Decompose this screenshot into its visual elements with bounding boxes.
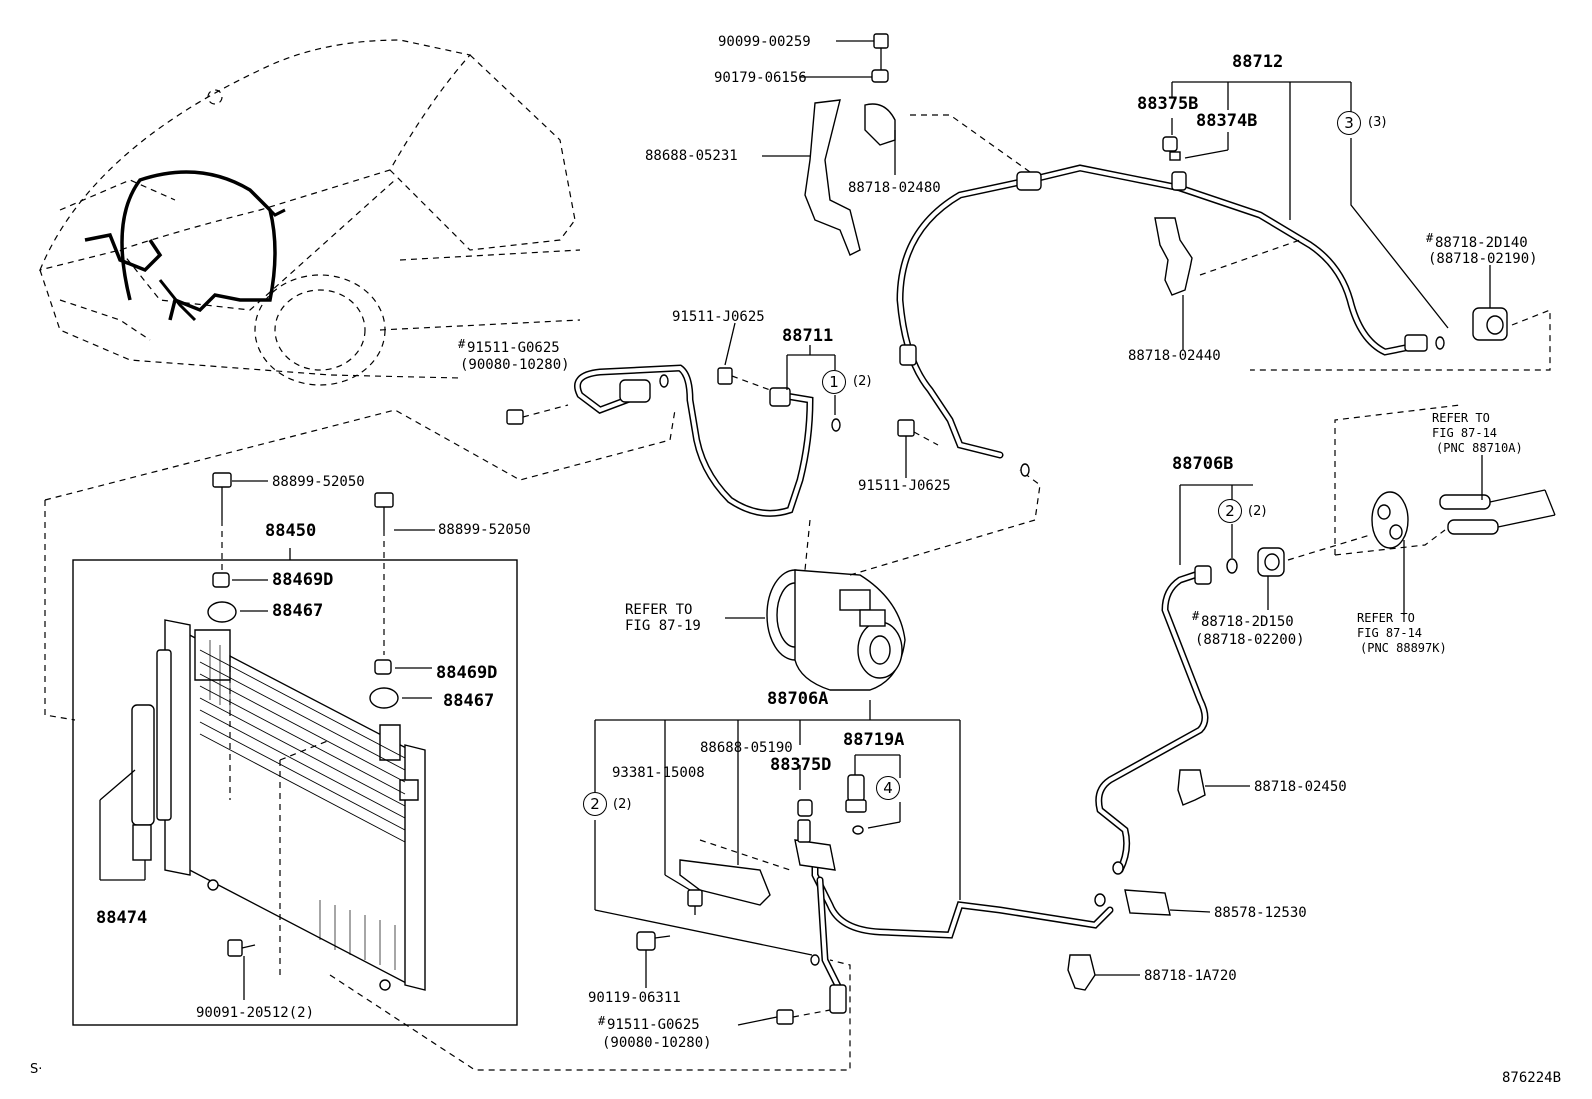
label-refer-87-14k-2: FIG 87-14 [1357, 626, 1423, 640]
label-refer-87-14k-1: REFER TO [1357, 611, 1415, 625]
bracket-88688-05190 [679, 859, 771, 906]
label-88718-02480: 88718-02480 [848, 180, 941, 196]
label-88718-02450: 88718-02450 [1254, 779, 1347, 795]
label-91511-J0625-mid: 91511-J0625 [858, 478, 951, 494]
hash-2d150: # [1192, 609, 1200, 623]
label-90091-20512: 90091-20512(2) [196, 1005, 315, 1021]
label-88718-02440: 88718-02440 [1128, 348, 1221, 364]
vehicle-illustration [38, 39, 581, 386]
label-88688-05190: 88688-05190 [700, 740, 793, 756]
bolt-88899-b [374, 492, 394, 655]
label-88712: 88712 [1232, 52, 1284, 72]
label-91511-G0625-bot: 91511-G0625 [607, 1017, 700, 1033]
label-88718-02200: (88718-02200) [1195, 632, 1305, 648]
corner-mark: S· [30, 1062, 43, 1077]
label-88706A: 88706A [767, 689, 829, 709]
label-88375B: 88375B [1137, 94, 1199, 114]
connector-88897K [1371, 491, 1409, 549]
label-88578-12530: 88578-12530 [1214, 905, 1307, 921]
label-88467-b: 88467 [443, 691, 495, 711]
diagram-code: 876224B [1502, 1070, 1562, 1086]
qty-3: (3) [1368, 115, 1387, 130]
label-88688-05231: 88688-05231 [645, 148, 738, 164]
label-90080-10280-bot: (90080-10280) [602, 1035, 712, 1051]
hose-88711 [574, 364, 841, 517]
qty-2b: (2) [1248, 504, 1267, 519]
label-88711: 88711 [782, 326, 834, 346]
tube-88706B [1095, 558, 1238, 874]
hash-g0625-top: # [458, 337, 466, 351]
ref-circle-4: 4 [876, 776, 900, 800]
label-refer-87-14k-3: (PNC 88897K) [1360, 641, 1447, 655]
label-88718-2D150: 88718-2D150 [1201, 614, 1294, 630]
label-88374B: 88374B [1196, 111, 1258, 131]
ref-circle-2a: 2 [583, 792, 607, 816]
condenser-box [72, 559, 518, 1026]
ref-circle-3: 3 [1337, 111, 1361, 135]
label-88469D-b: 88469D [436, 663, 498, 683]
condenser-assembly [131, 619, 426, 991]
qty-2a: (2) [613, 797, 632, 812]
bracket-88688-05231 [804, 99, 896, 256]
label-88706B: 88706B [1172, 454, 1234, 474]
fitting-88718-2D150 [1257, 547, 1285, 577]
label-refer-87-19-b: FIG 87-19 [625, 618, 701, 634]
tube-88706A [794, 799, 1114, 1014]
label-88899-52050-b: 88899-52050 [438, 522, 531, 538]
qty-1: (2) [853, 374, 872, 389]
ref-circle-1: 1 [822, 370, 846, 394]
label-88718-2D140: 88718-2D140 [1435, 235, 1528, 251]
hose-88712 [896, 164, 1445, 477]
label-88899-52050-a: 88899-52050 [272, 474, 365, 490]
label-88719A: 88719A [843, 730, 905, 750]
label-91511-J0625-top: 91511-J0625 [672, 309, 765, 325]
label-90099-00259: 90099-00259 [718, 34, 811, 50]
label-refer-87-19-a: REFER TO [625, 602, 693, 618]
label-refer-87-14a-1: REFER TO [1432, 411, 1490, 425]
label-90179-06156: 90179-06156 [714, 70, 807, 86]
bolt-88899-a [212, 472, 232, 575]
label-refer-87-14a-3: (PNC 88710A) [1436, 441, 1523, 455]
label-91511-G0625-top: 91511-G0625 [467, 340, 560, 356]
label-88375D: 88375D [770, 755, 832, 775]
hash-2d140: # [1426, 231, 1434, 245]
label-90080-10280-top: (90080-10280) [460, 357, 570, 373]
label-88718-1A720: 88718-1A720 [1144, 968, 1237, 984]
pipes-88710A [1439, 489, 1556, 535]
ref-circle-2b: 2 [1218, 499, 1242, 523]
label-88718-02190: (88718-02190) [1428, 251, 1538, 267]
label-88467-a: 88467 [272, 601, 324, 621]
label-refer-87-14a-2: FIG 87-14 [1432, 426, 1498, 440]
label-93381-15008: 93381-15008 [612, 765, 705, 781]
fitting-88718-2D140 [1472, 307, 1508, 341]
label-88450: 88450 [265, 521, 317, 541]
label-90119-06311: 90119-06311 [588, 990, 681, 1006]
compressor [766, 569, 906, 691]
hash-g0625-bot: # [598, 1014, 606, 1028]
pressure-switch [845, 774, 867, 813]
bracket-88718-02440 [1154, 217, 1193, 296]
label-88469D-a: 88469D [272, 570, 334, 590]
label-88474: 88474 [96, 908, 148, 928]
